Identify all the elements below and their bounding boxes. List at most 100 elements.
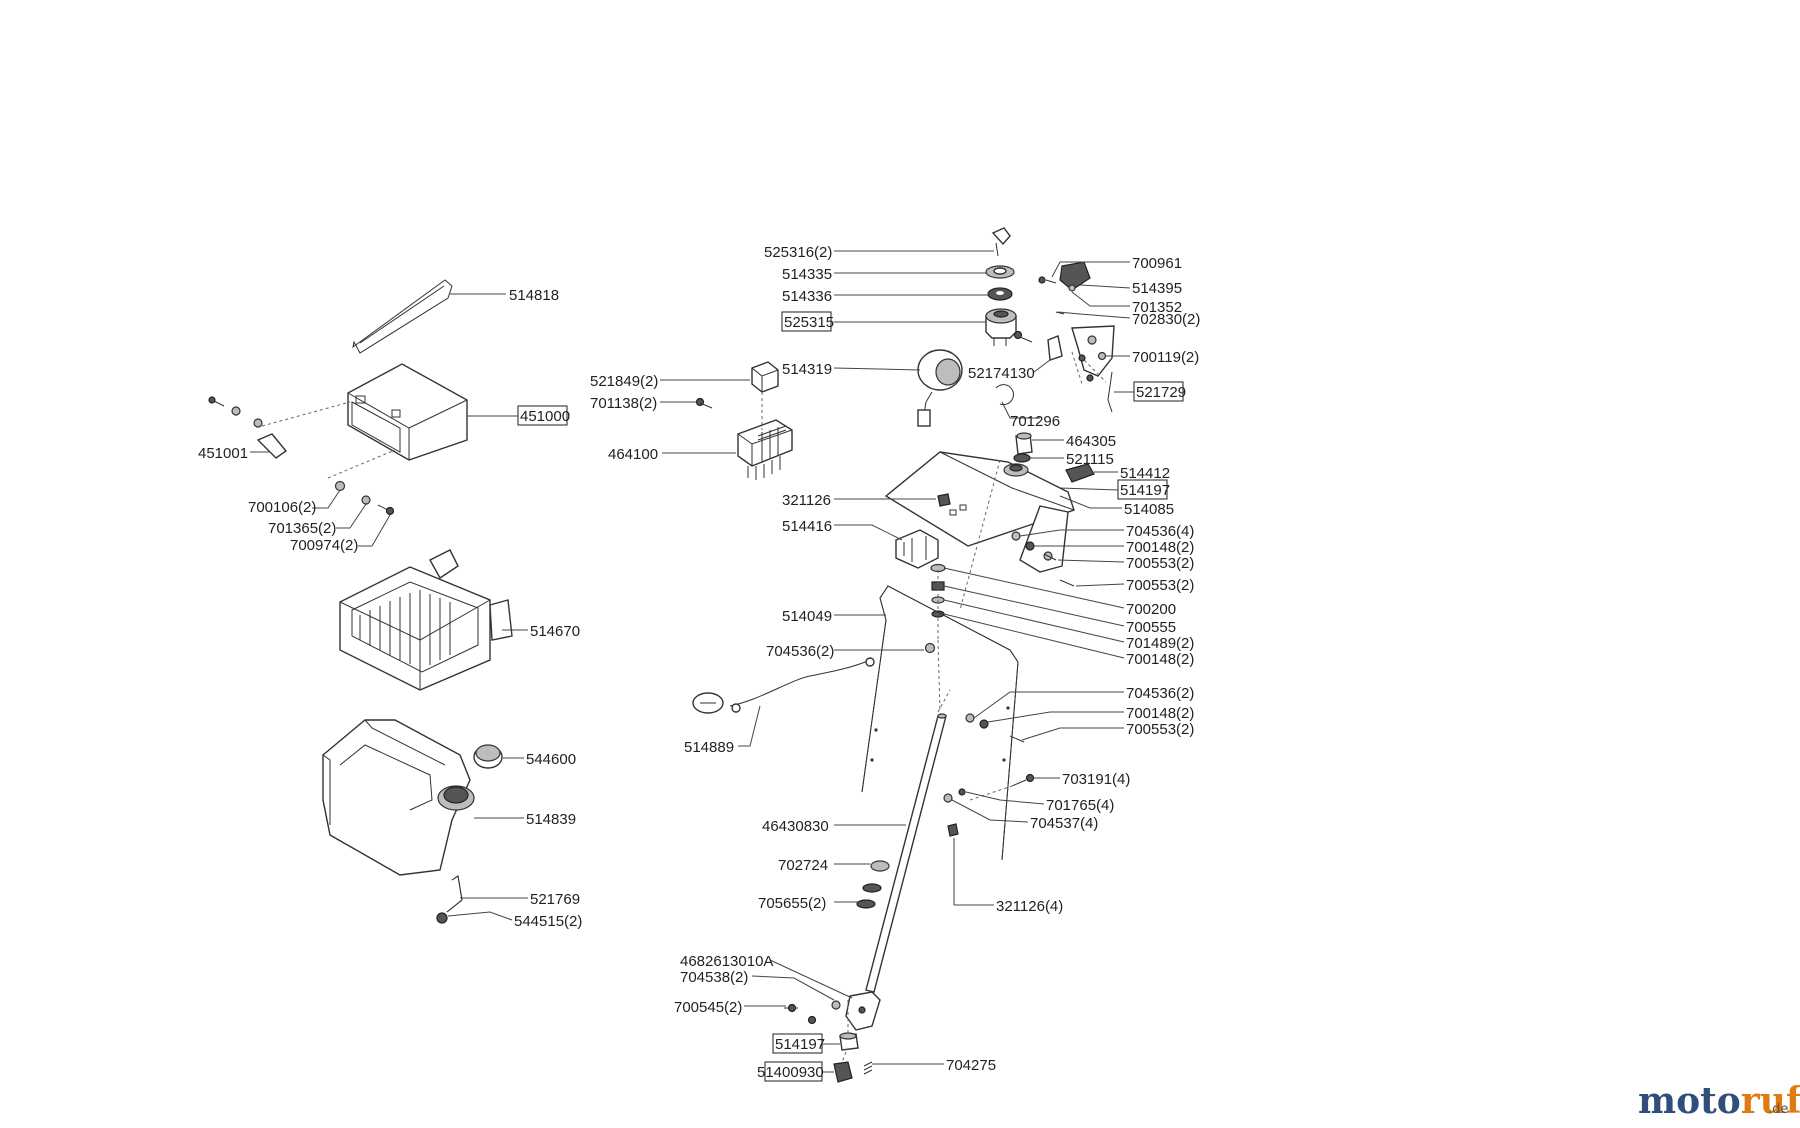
frame-fasteners-right-part xyxy=(965,713,1025,743)
ignition-key-part xyxy=(991,227,1011,257)
label-464100: 464100 xyxy=(608,446,658,463)
label-700545: 700545(2) xyxy=(674,999,742,1016)
relay-screw-part xyxy=(695,397,713,409)
label-514412: 514412 xyxy=(1120,465,1170,482)
label-464305: 464305 xyxy=(1066,433,1116,450)
label-700119: 700119(2) xyxy=(1132,349,1199,366)
label-700553_2b: 700553(2) xyxy=(1126,577,1194,594)
label-702724: 702724 xyxy=(778,857,828,874)
label-701138: 701138(2) xyxy=(590,395,657,412)
battery-bolt-part xyxy=(208,396,263,428)
label-521729: 521729 xyxy=(1136,384,1186,401)
label-700148_2a: 700148(2) xyxy=(1126,539,1194,556)
pedal-pad-part xyxy=(1065,463,1095,483)
label-704536_2b: 704536(2) xyxy=(1126,685,1194,702)
label-700974: 700974(2) xyxy=(290,537,358,554)
battery-terminal-cover-part xyxy=(256,433,288,459)
label-525316: 525316(2) xyxy=(764,244,832,261)
battery-part xyxy=(347,363,468,461)
label-514335: 514335 xyxy=(782,266,832,283)
brand-name-part-2: ruf xyxy=(1741,1080,1800,1122)
label-700553_2a: 700553(2) xyxy=(1126,555,1194,572)
label-52174130: 52174130 xyxy=(968,365,1035,382)
fuel-tank-part xyxy=(322,719,475,876)
label-544600: 544600 xyxy=(526,751,576,768)
label-514085: 514085 xyxy=(1124,501,1174,518)
battery-strap-part xyxy=(352,279,453,354)
relay-part xyxy=(751,361,779,393)
switch-washer-part xyxy=(987,287,1013,301)
switch-nut-part xyxy=(985,265,1015,279)
label-451001: 451001 xyxy=(198,445,248,462)
bottom-bushing-part xyxy=(839,1032,859,1051)
frame-nuts-part xyxy=(947,823,959,837)
label-514839: 514839 xyxy=(526,811,576,828)
label-704536_2a: 704536(2) xyxy=(766,643,834,660)
label-702830: 702830(2) xyxy=(1132,311,1200,328)
pinion-gear-part xyxy=(833,1061,853,1083)
label-544515: 544515(2) xyxy=(514,913,582,930)
handle-frame-part xyxy=(861,585,1019,861)
plate-nut-part xyxy=(937,493,951,507)
bushing-part xyxy=(1015,432,1033,455)
label-51400930: 51400930 xyxy=(757,1064,824,1081)
label-514197b: 514197 xyxy=(775,1036,825,1053)
label-704536_4: 704536(4) xyxy=(1126,523,1194,540)
label-514336: 514336 xyxy=(782,288,832,305)
shaft-collar-part xyxy=(870,860,890,872)
label-703191: 703191(4) xyxy=(1062,771,1130,788)
label-514395: 514395 xyxy=(1132,280,1182,297)
label-701489: 701489(2) xyxy=(1126,635,1194,652)
label-700961: 700961 xyxy=(1132,255,1182,272)
label-525315: 525315 xyxy=(784,314,834,331)
label-521769: 521769 xyxy=(530,891,580,908)
frame-nut-left-part xyxy=(924,642,936,654)
label-700148_2c: 700148(2) xyxy=(1126,705,1194,722)
label-514319: 514319 xyxy=(782,361,832,378)
fuel-cap-part xyxy=(473,744,503,769)
label-701352: 701352 xyxy=(1132,299,1182,316)
dashboard-plate-part xyxy=(884,451,1075,573)
label-704537: 704537(4) xyxy=(1030,815,1098,832)
safety-switch-housing-part xyxy=(1038,261,1091,292)
label-4682613010A: 4682613010A xyxy=(680,953,773,970)
label-701365: 701365(2) xyxy=(268,520,336,537)
label-701765: 701765(4) xyxy=(1046,797,1114,814)
label-521849: 521849(2) xyxy=(590,373,658,390)
label-514670: 514670 xyxy=(530,623,580,640)
label-700555: 700555 xyxy=(1126,619,1176,636)
label-701296: 701296 xyxy=(1010,413,1060,430)
ground-cable-part xyxy=(692,657,875,714)
svg-text:motoruf: motoruf xyxy=(1638,1080,1800,1122)
mounting-bracket-part xyxy=(1013,330,1063,361)
cable-holder-part xyxy=(895,529,939,569)
label-321126_4: 321126(4) xyxy=(996,898,1063,915)
ring-part xyxy=(1013,453,1031,463)
label-700106: 700106(2) xyxy=(248,499,316,516)
ignition-switch-part xyxy=(985,308,1017,346)
label-700148_2b: 700148(2) xyxy=(1126,651,1194,668)
label-514889: 514889 xyxy=(684,739,734,756)
steering-yoke-part xyxy=(784,991,881,1031)
hour-meter-part xyxy=(917,349,963,427)
fuse-box-part xyxy=(737,419,793,480)
frame-screws-part xyxy=(1011,773,1035,787)
label-514818: 514818 xyxy=(509,287,559,304)
label-704538: 704538(2) xyxy=(680,969,748,986)
label-705655: 705655(2) xyxy=(758,895,826,912)
label-521115: 521115 xyxy=(1066,451,1114,468)
battery-nuts-part xyxy=(334,480,395,516)
shaft-rings-part xyxy=(856,883,882,909)
label-514416: 514416 xyxy=(782,518,832,535)
switch-plate-part xyxy=(1055,311,1115,413)
retaining-clip-part xyxy=(995,384,1014,406)
frame-washers-part xyxy=(943,788,966,803)
label-321126: 321126 xyxy=(782,492,831,509)
spring-pin-part xyxy=(863,1061,873,1075)
steering-shaft-part xyxy=(865,713,947,993)
brand-name-part-1: moto xyxy=(1638,1080,1741,1122)
brand-tld: .de xyxy=(1768,1102,1788,1117)
label-451000: 451000 xyxy=(520,408,570,425)
battery-tray-part xyxy=(339,549,513,691)
